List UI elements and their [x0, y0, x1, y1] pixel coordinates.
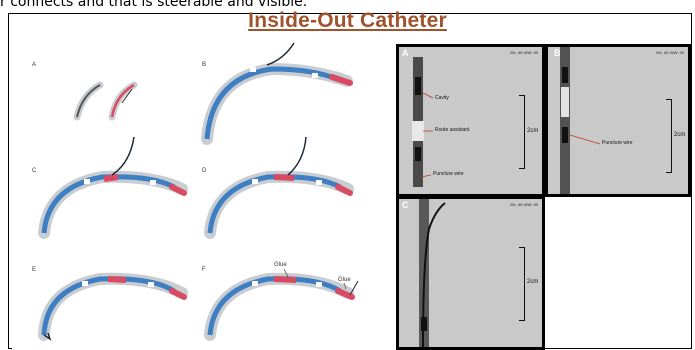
panel-letter-a: A: [32, 62, 36, 68]
xray-panel-c: C WL: 80 WW: 90 2cm: [396, 196, 545, 350]
xray-panel-a: A WL: 80 WW: 90 Cavity Route assistant P…: [396, 44, 545, 197]
xray-b-scale-text: 2cm: [674, 132, 685, 138]
xray-a-label-puncture-wire: Puncture wire: [433, 171, 464, 177]
xray-c-scale-text: 2cm: [527, 279, 538, 285]
xray-b-meta: WL: 80 WW: 90: [656, 50, 684, 55]
xray-panel-b: B WL: 80 WW: 90 Puncture wire 2cm: [545, 44, 691, 197]
panel-letter-c: C: [32, 168, 37, 174]
xray-b-letter: B: [554, 48, 561, 58]
xray-a-label-route-assistant: Route assistant: [435, 127, 469, 133]
xray-a-label-cavity: Cavity: [435, 95, 449, 101]
slide-title: Inside-Out Catheter: [0, 9, 695, 33]
panel-letter-e: E: [32, 267, 36, 273]
panel-letter-b: B: [202, 62, 206, 68]
xray-a-meta: WL: 80 WW: 90: [510, 50, 538, 55]
xray-c-meta: WL: 80 WW: 90: [510, 202, 538, 207]
glue-label-2: Glue: [338, 277, 351, 283]
xray-a-scale-text: 2cm: [527, 128, 538, 134]
xray-a-scale-bar: [519, 95, 525, 169]
glue-label-1: Glue: [274, 262, 287, 268]
panel-letter-d: D: [202, 168, 207, 174]
catheter-illustration: A B C D E: [12, 37, 397, 349]
xray-b-scale-bar: [666, 99, 672, 173]
panel-letter-f: F: [202, 267, 206, 273]
xray-b-label-puncture-wire: Puncture wire: [602, 140, 633, 146]
xray-a-letter: A: [402, 48, 409, 58]
xray-c-scale-bar: [519, 247, 525, 321]
xray-c-letter: C: [402, 200, 409, 210]
